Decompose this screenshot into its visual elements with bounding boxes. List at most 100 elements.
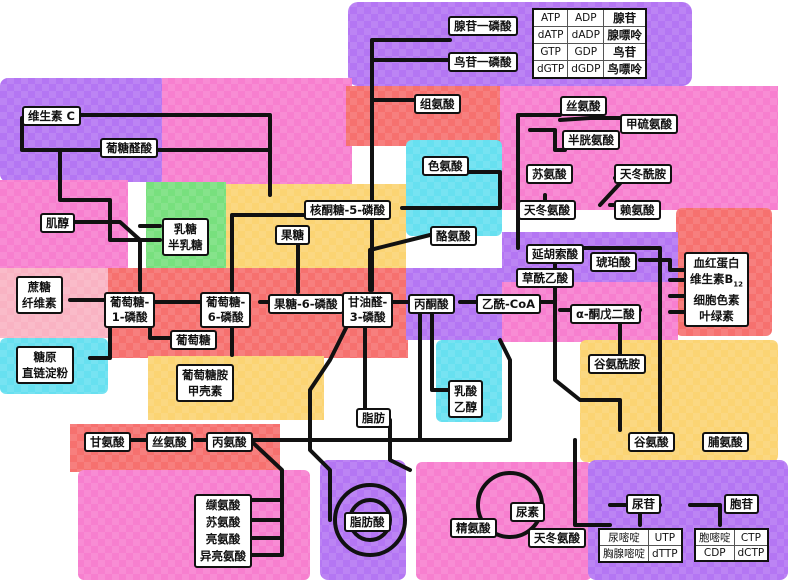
- node-tyrosine: 酪氨酸: [430, 226, 477, 246]
- uracil-table-cell: 尿嘧啶: [598, 528, 649, 546]
- node-glucosamine-chitin: 葡萄糖胺 甲壳素: [176, 364, 234, 402]
- node-ethanol: 乙醇: [454, 400, 477, 414]
- node-aspartate-low: 天冬氨酸: [528, 528, 586, 548]
- line-tca-loop: [553, 300, 622, 432]
- node-g6p-line1: 葡萄糖-: [206, 295, 246, 309]
- line-bcaa: [198, 438, 284, 557]
- node-chlorophyll: 叶绿素: [699, 309, 734, 324]
- node-heme-group: 血红蛋白 维生素B12 细胞色素 叶绿素: [684, 252, 750, 328]
- node-lactose: 乳糖: [173, 222, 197, 236]
- line-vitc: [20, 116, 142, 292]
- node-g1p-line2: 1-磷酸: [111, 310, 148, 324]
- node-vitb12-main: 维生素B: [690, 272, 734, 286]
- purine-table-cell: 腺嘌呤: [603, 26, 647, 44]
- cytosine-table-cell: dCTP: [733, 545, 769, 562]
- node-succinate: 琥珀酸: [590, 252, 637, 272]
- node-hemoglobin: 血红蛋白: [693, 256, 740, 270]
- node-cytidine: 胞苷: [724, 494, 759, 514]
- purine-table-cell: dATP: [532, 26, 569, 44]
- node-threonine-top: 苏氨酸: [526, 164, 573, 184]
- line-inositol: [68, 220, 142, 242]
- node-inositol: 肌醇: [40, 213, 75, 233]
- node-g1p: 葡萄糖- 1-磷酸: [104, 292, 156, 328]
- node-lactate-ethanol: 乳酸 乙醇: [448, 380, 483, 418]
- line-met: [558, 116, 622, 122]
- node-isoleucine: 异亮氨酸: [200, 549, 246, 563]
- node-ribulose5p: 核酮糖-5-磷酸: [304, 200, 392, 220]
- node-amp: 腺苷一磷酸: [448, 16, 518, 36]
- line-spiral-outer: [333, 483, 407, 557]
- purine-table-cell: ATP: [532, 8, 569, 27]
- node-uridine: 尿苷: [626, 494, 661, 514]
- node-proline: 脯氨酸: [702, 432, 749, 452]
- node-serine-low: 丝氨酸: [146, 432, 193, 452]
- line-fat-right: [388, 418, 412, 472]
- line-g6p-up: [230, 213, 307, 292]
- purine-table-cell: 鸟嘌呤: [603, 60, 647, 79]
- node-f6p: 果糖-6-磷酸: [268, 294, 344, 314]
- uracil-table-cell: dTTP: [647, 545, 683, 563]
- node-fructose: 果糖: [275, 225, 310, 245]
- node-vitb12-sub: 12: [733, 280, 744, 289]
- node-glutamine: 谷氨酰胺: [588, 354, 646, 374]
- node-valine: 缬氨酸: [205, 498, 241, 512]
- cytosine-table-cell: CTP: [733, 528, 769, 546]
- cytosine-table-cell: 胞嘧啶: [694, 528, 735, 546]
- node-lactose-galactose: 乳糖 半乳糖: [162, 218, 209, 256]
- purine-table-cell: 腺苷: [603, 8, 647, 27]
- node-gap-line2: 3-磷酸: [349, 310, 386, 324]
- node-glucuronic-acid: 葡糖醛酸: [100, 138, 158, 158]
- node-chitin: 甲壳素: [187, 384, 223, 398]
- node-gap: 甘油醛- 3-磷酸: [342, 292, 394, 328]
- node-g1p-line1: 葡萄糖-: [110, 295, 150, 309]
- node-glucose: 葡萄糖: [170, 330, 217, 350]
- purine-table-cell: ADP: [567, 8, 605, 27]
- node-bcaa-group: 缬氨酸 苏氨酸 亮氨酸 异亮氨酸: [194, 494, 252, 568]
- node-asparagine: 天冬酰胺: [614, 164, 672, 184]
- purine-table-cell: GTP: [532, 43, 569, 61]
- node-fatty-acid: 脂肪酸: [344, 512, 391, 532]
- node-glycogen: 糖原: [33, 350, 57, 364]
- purine-table-cell: dGTP: [532, 60, 569, 79]
- node-urea: 尿素: [510, 502, 545, 522]
- purine-table-cell: 鸟苷: [603, 43, 647, 61]
- purine-table-cell: dGDP: [567, 60, 605, 79]
- line-vitc-right: [78, 113, 272, 152]
- node-g6p-line2: 6-磷酸: [207, 310, 244, 324]
- node-glycogen-amylose: 糖原 直链淀粉: [16, 346, 74, 384]
- node-acetyl-coa: 乙酰-CoA: [476, 294, 542, 314]
- line-tyr-hist: [370, 38, 452, 292]
- line-fatty-acid: [308, 318, 352, 522]
- node-cytochrome: 细胞色素: [693, 293, 740, 308]
- line-asp-low: [573, 438, 612, 527]
- line-lactose: [138, 224, 162, 242]
- node-citrate: 延胡索酸: [526, 244, 584, 264]
- line-tca-right: [638, 258, 690, 314]
- purine-table-cell: GDP: [567, 43, 605, 61]
- node-vitamin-c: 维生素 C: [22, 106, 81, 126]
- node-lipid: 脂肪: [356, 408, 391, 428]
- uracil-table-cell: 胸腺嘧啶: [598, 545, 649, 563]
- node-aspartate: 天冬氨酸: [518, 200, 576, 220]
- node-vitb12: 维生素B12: [690, 271, 743, 292]
- node-lysine: 赖氨酸: [614, 200, 661, 220]
- node-amylose: 直链淀粉: [22, 366, 68, 380]
- node-sucrose: 蔗糖: [27, 280, 51, 294]
- node-methionine: 甲硫氨酸: [620, 114, 678, 134]
- node-cellulose: 纤维素: [22, 296, 57, 310]
- node-arginine: 精氨酸: [450, 518, 497, 538]
- node-gap-line1: 甘油醛-: [348, 295, 388, 309]
- node-gmp: 鸟苷一磷酸: [448, 52, 518, 72]
- uracil-table-cell: UTP: [647, 528, 683, 546]
